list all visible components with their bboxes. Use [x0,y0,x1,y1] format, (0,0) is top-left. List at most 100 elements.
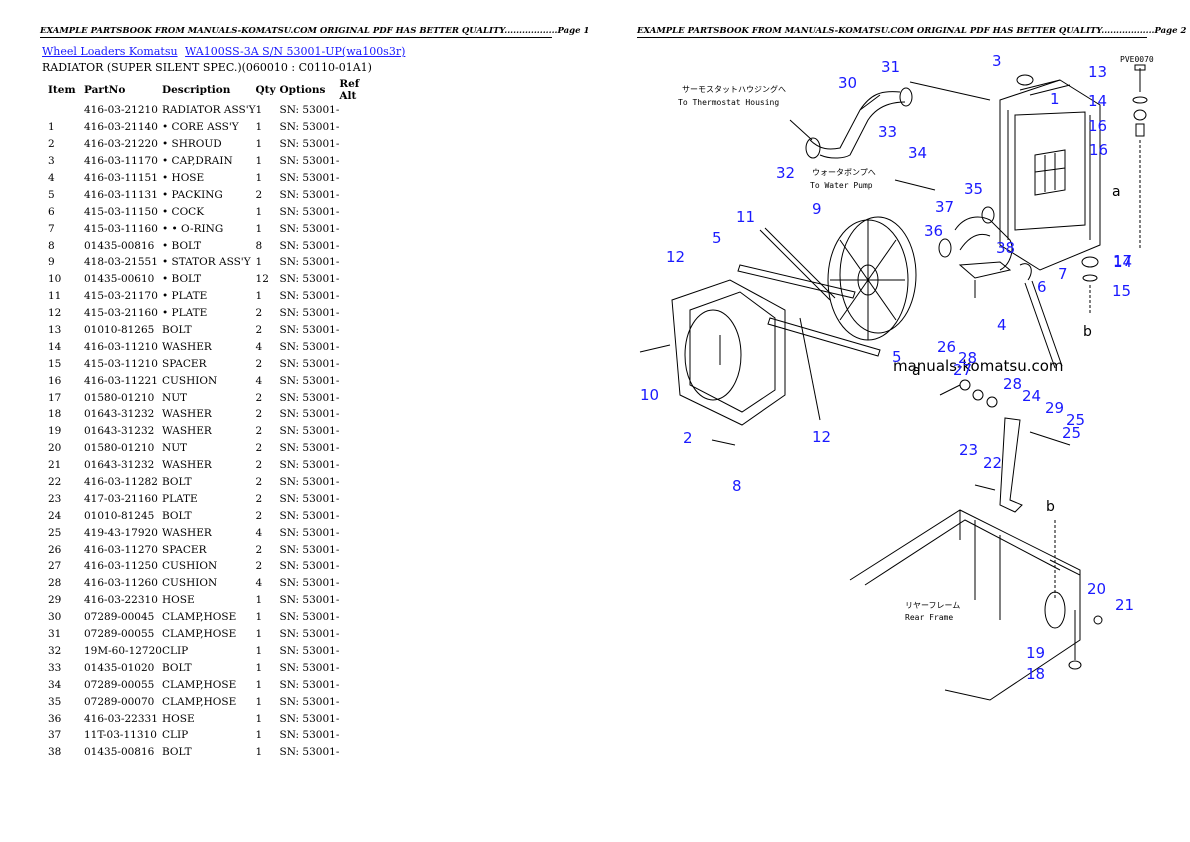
cell-ref-alt [339,355,379,372]
cell-qty: 4 [255,526,263,539]
cell-item: 11 [48,290,62,303]
cell-item: 36 [48,712,62,725]
cell-partno: 416-03-11260 [84,577,158,590]
cell-qty: 2 [255,324,263,337]
page-header-right: EXAMPLE PARTSBOOK FROM MANUALS-KOMATSU.C… [637,26,1187,38]
cell-item [42,102,84,119]
cell-partno: 01643-31232 [84,459,155,472]
cell-description: CLIP [162,729,189,742]
cell-options: SN: 53001- [279,121,340,134]
cell-item: 38 [48,746,62,759]
cell-description: • CORE ASS'Y [162,121,239,134]
water-pump-note: To Water Pump [810,181,873,190]
callout-33: 33 [878,123,897,141]
cell-description: CLIP [162,644,189,657]
cell-description: BOLT [162,661,192,674]
cell-qty: 1 [255,594,263,607]
cell-ref-alt [339,626,379,643]
cell-options: SN: 53001- [279,644,340,657]
watermark: manuals-komatsu.com [893,357,1064,375]
cell-qty: 1 [255,222,263,235]
cell-ref-alt [339,541,379,558]
ref-b-lower: b [1046,499,1055,515]
cell-ref-alt [339,406,379,423]
cell-qty: 2 [255,509,263,522]
cell-qty: 1 [255,661,263,674]
cell-options: SN: 53001- [279,746,340,759]
table-header-row: Item PartNo Description Qty Options Ref … [42,78,379,102]
cell-description: HOSE [162,712,195,725]
cell-description: BOLT [162,509,192,522]
cell-item: 13 [48,324,62,337]
callout-34: 34 [908,144,927,162]
cell-qty: 1 [255,172,263,184]
cell-description: PLATE [162,492,198,505]
cell-options: SN: 53001- [279,155,340,168]
cell-item: 20 [48,442,62,455]
cell-partno: 01435-00610 [84,273,155,286]
col-header-options: Options [279,84,326,96]
cell-ref-alt [339,659,379,676]
cell-options: SN: 53001- [279,138,340,151]
cell-ref-alt [339,186,379,203]
cell-description: NUT [162,442,188,455]
cell-description: SPACER [162,357,207,370]
cell-qty: 1 [255,290,263,303]
cell-partno: 19M-60-12720 [84,644,162,657]
drawing-code: PVE0070 [1120,55,1154,64]
cell-partno: 01643-31232 [84,408,155,421]
cell-item: 37 [48,729,62,742]
cell-partno: 416-03-11221 [84,374,158,387]
cell-ref-alt [339,170,379,187]
cell-qty: 1 [255,138,263,151]
cell-item: 22 [48,476,62,489]
cell-qty: 12 [255,273,269,286]
col-header-ref-alt: Ref Alt [339,78,360,102]
cell-description: CLAMP,HOSE [162,611,237,624]
cell-qty: 2 [255,442,263,455]
cell-qty: 2 [255,307,263,320]
callout-1: 1 [1050,90,1060,108]
breadcrumb-link-model[interactable]: WA100SS-3A S/N 53001-UP(wa100s3r) [185,45,406,58]
cell-ref-alt [339,609,379,626]
cell-ref-alt [339,676,379,693]
cell-partno: 416-03-22331 [84,712,158,725]
cell-ref-alt [339,423,379,440]
page-header-left: EXAMPLE PARTSBOOK FROM MANUALS-KOMATSU.C… [40,26,590,38]
cell-item: 21 [48,459,62,472]
cell-description: WASHER [162,408,212,421]
cell-ref-alt [339,507,379,524]
cell-description: CLAMP,HOSE [162,678,237,691]
callout-9: 9 [812,200,822,218]
cell-options: SN: 53001- [279,104,340,117]
cell-partno: 11T-03-11310 [84,729,157,742]
cell-ref-alt [339,305,379,322]
callout-3: 3 [992,52,1002,70]
cell-options: SN: 53001- [279,661,340,674]
cell-item: 26 [48,543,62,556]
cell-description: • BOLT [162,239,202,252]
cell-partno: 01435-00816 [84,239,155,252]
cell-qty: 1 [255,611,263,624]
cell-partno: 07289-00055 [84,678,155,691]
breadcrumb-link-category[interactable]: Wheel Loaders Komatsu [42,45,178,58]
cell-partno: 07289-00070 [84,695,155,708]
cell-qty: 1 [255,712,263,725]
cell-options: SN: 53001- [279,391,340,404]
col-header-partno: PartNo [84,84,126,96]
cell-ref-alt [339,474,379,491]
cell-qty: 1 [255,695,263,708]
cell-item: 17 [48,391,62,404]
cell-ref-alt [339,220,379,237]
cell-partno: 416-03-22310 [84,594,158,607]
cell-qty: 4 [255,577,263,590]
cell-description: BOLT [162,476,192,489]
